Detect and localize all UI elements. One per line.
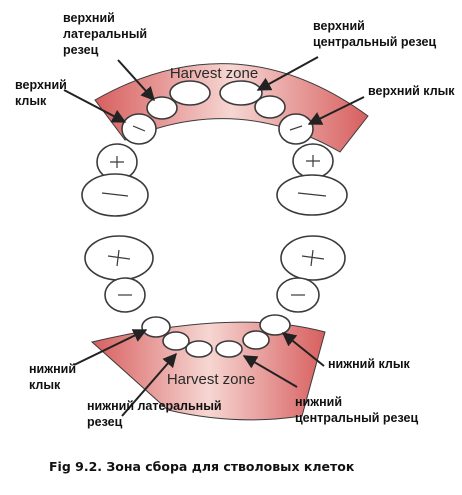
- label-line: нижний: [295, 395, 343, 409]
- label-line: нижний: [29, 362, 77, 376]
- lower-fissures: [107, 249, 325, 296]
- arrow-upper-canine-right: [307, 96, 365, 125]
- label-line: центральный резец: [295, 411, 419, 425]
- lower-left-lateral-incisor: [242, 330, 270, 350]
- upper-right-lateral-incisor: [146, 96, 178, 120]
- label-lower-lateral-incisor: нижний латеральный резец: [87, 398, 222, 430]
- label-line: клык: [29, 378, 61, 392]
- lower-left-central-incisor: [215, 340, 243, 358]
- lower-harvest-zone: [90, 321, 326, 421]
- label-upper-canine-right: верхний клык: [368, 83, 455, 99]
- label-line: верхний: [63, 11, 115, 25]
- label-line: латеральный: [63, 27, 148, 41]
- label-lower-canine-right: нижний клык: [328, 356, 410, 372]
- upper-left-lateral-incisor: [254, 95, 286, 119]
- figure-caption: Fig 9.2. Зона сбора для стволовых клеток: [49, 459, 355, 474]
- arrow-lower-canine-right: [281, 332, 325, 367]
- arrow-lower-lateral: [121, 352, 177, 417]
- label-lower-central-incisor: нижний центральный резец: [295, 394, 418, 426]
- label-line: резец: [63, 43, 99, 57]
- upper-left-canine: [278, 113, 314, 145]
- label-line: верхний: [15, 78, 67, 92]
- label-lower-canine-left: нижний клык: [29, 361, 76, 393]
- arrow-upper-central: [256, 56, 319, 91]
- label-upper-central-incisor: верхний центральный резец: [313, 18, 436, 50]
- upper-fissures: [101, 125, 327, 197]
- lower-right-canine: [141, 316, 171, 338]
- lower-arch: [84, 235, 346, 358]
- pointer-arrows: [63, 56, 365, 417]
- label-line: клык: [15, 94, 47, 108]
- arrow-lower-central: [242, 355, 298, 388]
- label-line: центральный резец: [313, 35, 437, 49]
- label-upper-canine-left: верхний клык: [15, 77, 67, 109]
- lower-harvest-zone-label: Harvest zone: [167, 371, 255, 388]
- label-line: нижний клык: [328, 357, 410, 371]
- lower-left-canine: [259, 314, 291, 336]
- lower-right-central-incisor: [185, 340, 213, 358]
- arrow-lower-canine-left: [73, 329, 148, 366]
- upper-harvest-zone-label: Harvest zone: [170, 65, 258, 82]
- label-line: нижний латеральный: [87, 399, 222, 413]
- upper-left-central-incisor: [219, 80, 263, 106]
- label-line: верхний клык: [368, 84, 455, 98]
- label-upper-lateral-incisor: верхний латеральный резец: [63, 10, 147, 58]
- lower-right-lateral-incisor: [162, 331, 190, 351]
- arrow-upper-canine-left: [63, 89, 127, 123]
- upper-right-central-incisor: [169, 80, 211, 106]
- label-line: резец: [87, 415, 123, 429]
- label-line: верхний: [313, 19, 365, 33]
- arrow-upper-lateral: [117, 59, 155, 102]
